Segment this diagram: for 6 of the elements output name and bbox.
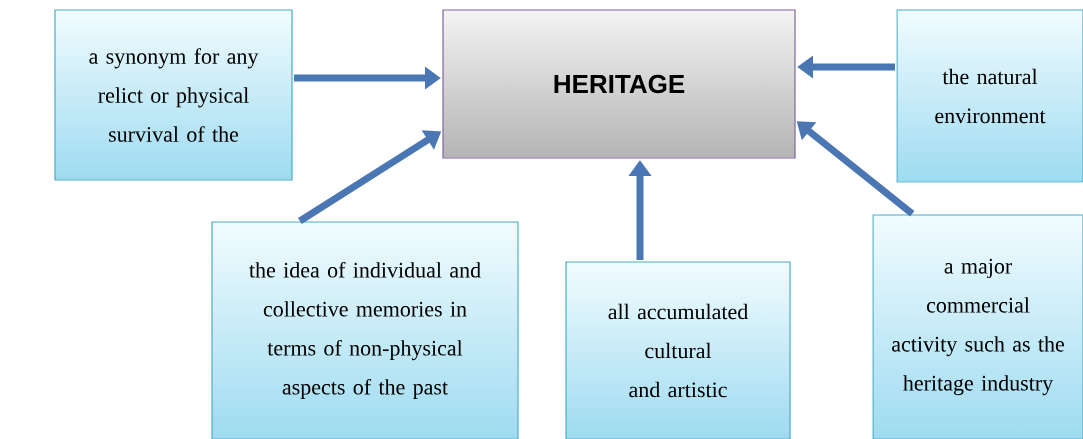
text-box: a major commercial activity such as the heritage industry — [872, 214, 1083, 439]
title-box: HERITAGE — [442, 9, 796, 159]
text-box: a synonym for any relict or physical survival of the — [54, 9, 293, 181]
text-box: the natural environment — [896, 9, 1083, 183]
text-box: all accumulated cultural and artistic — [565, 261, 791, 439]
text-box: the idea of individual and collective memories in terms of non-physical aspects of the past — [211, 221, 519, 439]
